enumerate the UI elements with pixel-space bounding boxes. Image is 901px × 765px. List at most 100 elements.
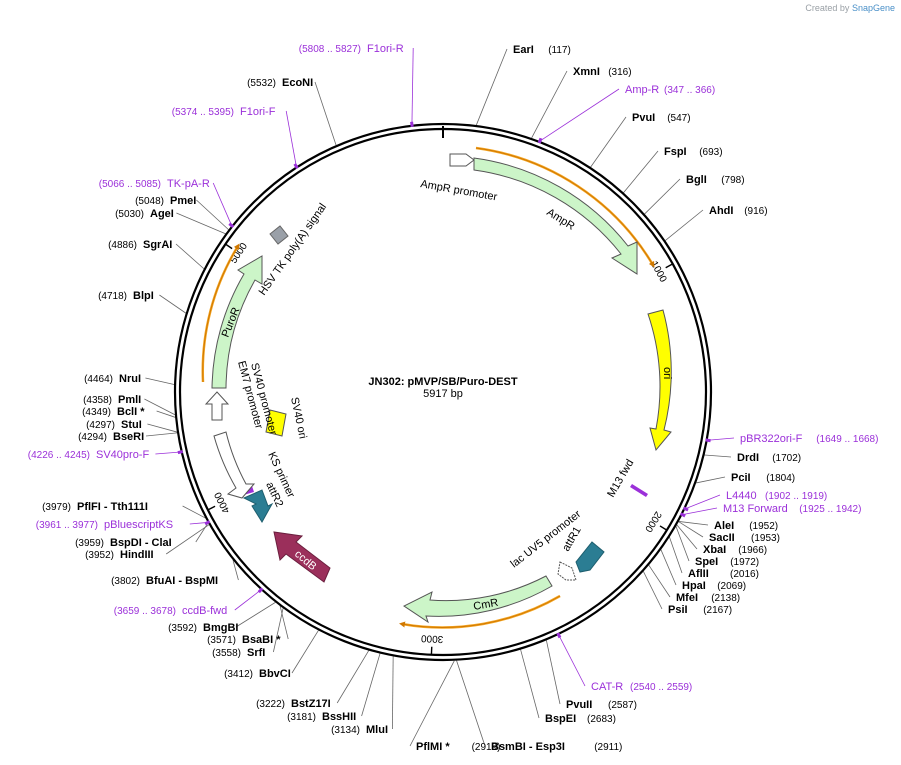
site-name: BfuAI - BspMI (146, 575, 218, 587)
site-position: (4718) (98, 291, 127, 302)
site-name: XmnI (573, 66, 600, 78)
site-name: AhdI (709, 205, 733, 217)
site-name: PmlI (118, 394, 141, 406)
site-label-bseri: (4294)BseRI (78, 431, 144, 443)
tick-mark (207, 505, 216, 511)
site-label-xbai: XbaI(1966) (703, 544, 767, 556)
site-name: BsmBI - Esp3I (491, 741, 565, 753)
site-leader (232, 560, 239, 581)
site-position: (3802) (111, 576, 140, 587)
site-position: (117) (548, 45, 571, 56)
site-leader (411, 47, 414, 125)
site-leader (545, 640, 561, 705)
site-position: (2016) (730, 569, 759, 580)
site-leader (475, 48, 508, 126)
site-name: pBluescriptKS (104, 519, 173, 531)
site-label-ahdi: AhdI(916) (709, 205, 768, 217)
site-leader (196, 199, 229, 230)
site-name: AleI (714, 520, 734, 532)
site-leader (678, 521, 709, 526)
site-position: (798) (721, 175, 744, 186)
site-leader (644, 178, 681, 215)
site-leader (147, 423, 178, 433)
sv40-ori-box (265, 409, 287, 437)
site-leader (273, 608, 284, 653)
feature-label-hsv-tk-polya: HSV TK poly(A) signal (257, 201, 329, 297)
site-position: (3558) (212, 648, 241, 659)
site-position: (1952) (749, 521, 778, 532)
site-name: Amp-R (625, 84, 659, 96)
primer-site-mark (679, 512, 686, 518)
site-name: F1ori-R (367, 43, 404, 55)
site-label-alei: AleI (1952) (714, 520, 778, 532)
primer-site-mark (293, 163, 299, 169)
feature-label-ampr-promoter: AmpR promoter (419, 178, 498, 203)
site-label-sgrai: (4886)SgrAI (108, 239, 172, 251)
primer-site-mark (682, 506, 689, 512)
ori-arrow (647, 309, 672, 452)
site-position: (2540 .. 2559) (630, 682, 692, 693)
ccdb-arrow (273, 531, 331, 583)
site-label-tk-pa-r: (5066 .. 5085)TK-pA-R (99, 178, 210, 190)
site-label-bsmbi-esp3i: BsmBI - Esp3I (2911) (491, 741, 622, 753)
site-label-xmni: XmnI (316) (573, 66, 632, 78)
site-name: PsiI (668, 604, 688, 616)
site-label-amp-r: Amp-R (347 .. 366) (625, 84, 715, 96)
cmr-orf-line (399, 595, 561, 628)
site-name: BmgBI (203, 622, 238, 634)
site-name: BclI * (117, 406, 145, 418)
site-leader (643, 571, 663, 610)
site-name: L4440 (726, 490, 757, 502)
site-leader (314, 81, 337, 146)
site-position: (2911) (594, 742, 622, 753)
site-position: (4358) (83, 395, 112, 406)
site-label-spei: SpeI(1972) (695, 556, 759, 568)
site-position: (1804) (766, 473, 795, 484)
site-name: XbaI (703, 544, 726, 556)
m13-fwd-mark (630, 484, 648, 497)
site-name: SrfI (247, 647, 265, 659)
site-leader (678, 521, 704, 538)
snapgene-credit: Created by SnapGene (805, 3, 895, 13)
site-leader (648, 564, 671, 598)
site-label-stui: (4297)StuI (86, 419, 142, 431)
site-leader (558, 634, 586, 687)
site-position: (5808 .. 5827) (299, 44, 361, 55)
site-leader (155, 451, 181, 455)
site-name: DrdI (737, 452, 759, 464)
em7-promoter-arrow (213, 431, 256, 499)
site-label-econi: (5532)EcoNI (247, 77, 313, 89)
site-label-pbr322ori-f: pBR322ori-F(1649 .. 1668) (740, 433, 878, 445)
site-name: SacII (709, 532, 735, 544)
site-leader (336, 650, 370, 704)
site-leader (707, 437, 735, 441)
site-position: (2138) (711, 593, 740, 604)
site-position: (3181) (287, 712, 316, 723)
site-position: (3961 .. 3977) (36, 520, 98, 531)
site-name: BspEI (545, 713, 576, 725)
site-position: (693) (699, 147, 722, 158)
site-name: BssHII (322, 711, 356, 723)
site-leader (660, 549, 677, 586)
sv40-promoter-arrow (204, 391, 230, 421)
site-label-fspi: FspI(693) (664, 146, 723, 158)
site-position: (316) (608, 67, 631, 78)
primer-site-mark (204, 520, 211, 526)
site-name: BspDI - ClaI (110, 537, 172, 549)
site-position: (5532) (247, 78, 276, 89)
tick-label: 5000 (228, 241, 250, 266)
site-label-aflii: AflII(2016) (688, 568, 759, 580)
site-position: (347 .. 366) (664, 85, 715, 96)
primer-leader-lines (155, 47, 735, 687)
site-position: (5374 .. 5395) (172, 107, 234, 118)
tick-mark (665, 263, 674, 269)
cmr-arrow (403, 575, 553, 624)
attr2-arrow (242, 489, 274, 523)
site-leader (409, 660, 455, 747)
site-leader (676, 524, 698, 550)
site-leader (669, 537, 683, 574)
site-leader-lines (144, 48, 732, 747)
site-name: EarI (513, 44, 534, 56)
site-leader (392, 656, 394, 730)
site-position: (3959) (75, 538, 104, 549)
